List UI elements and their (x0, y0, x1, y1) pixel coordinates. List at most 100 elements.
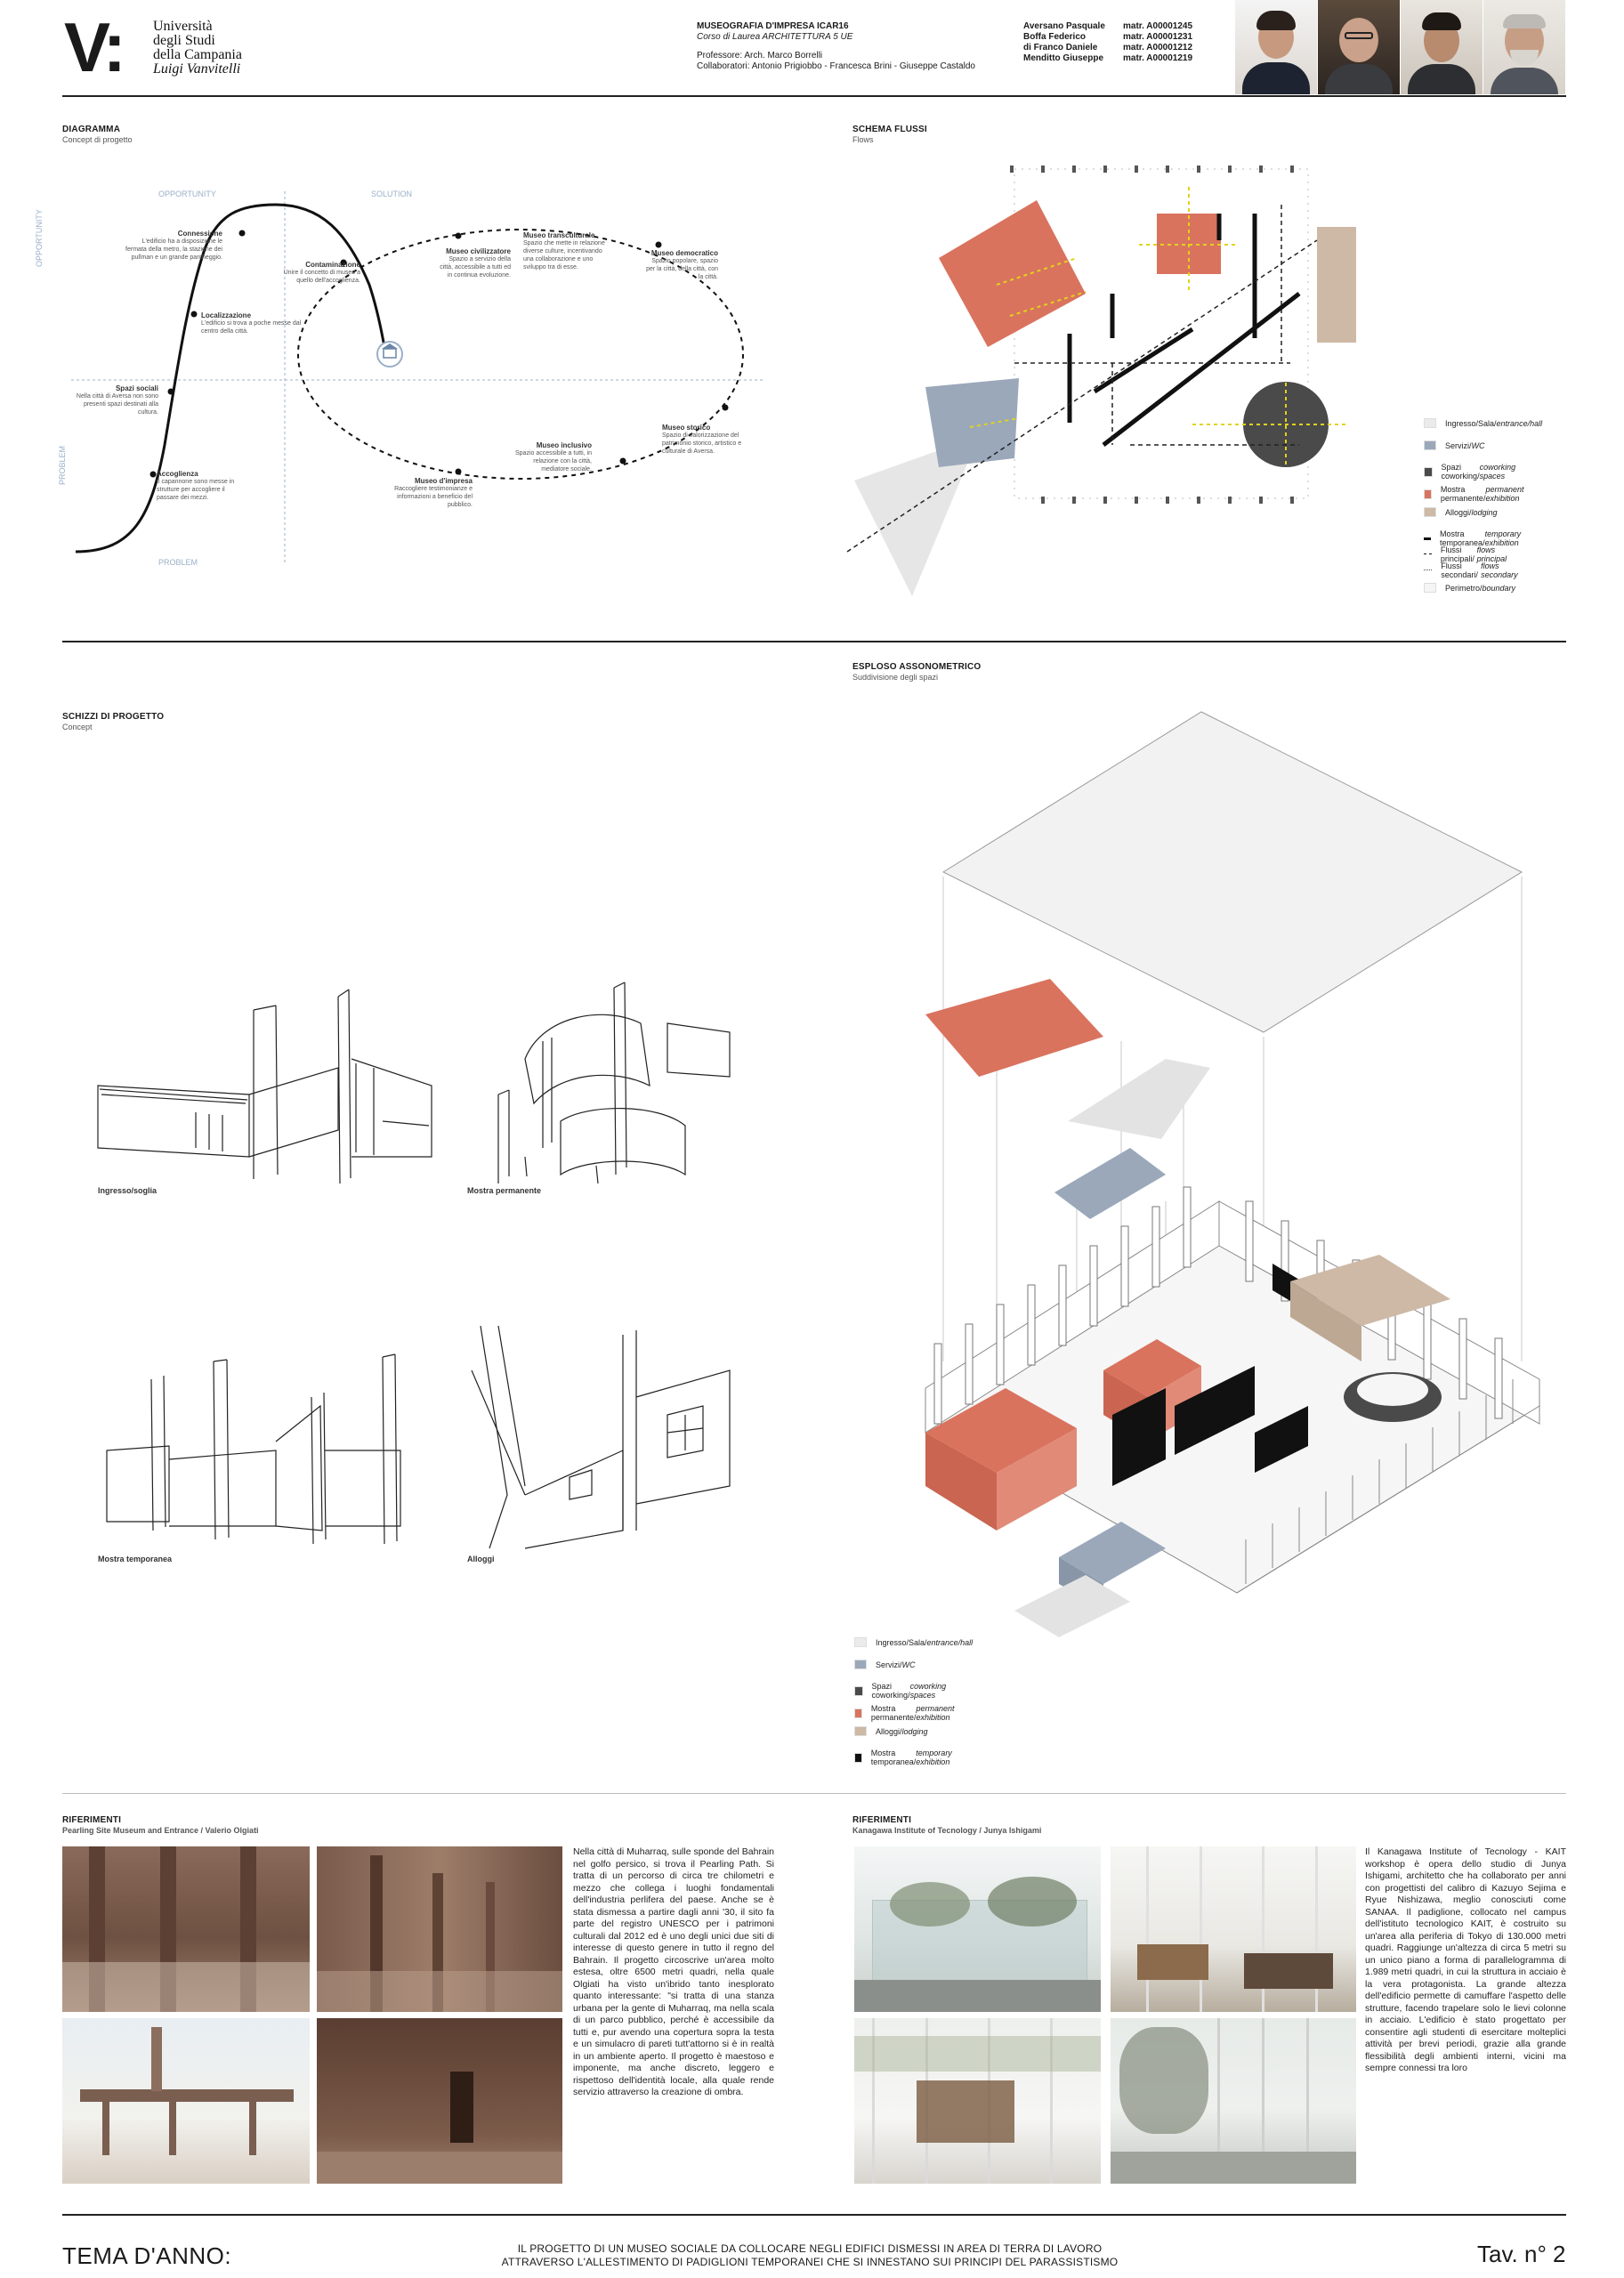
ref2-text: Il Kanagawa Institute of Tecnology - KAI… (1365, 1846, 1566, 2073)
temporary-panel (1112, 1388, 1166, 1486)
course-title: MUSEOGRAFIA D'IMPRESA ICAR16 (697, 21, 849, 31)
axis-label-opportunity-left: OPPORTUNITY (35, 209, 44, 267)
sketch-lodging (471, 1325, 731, 1549)
collaborators: Collaboratori: Antonio Prigiobbo - Franc… (697, 61, 975, 71)
footer-theme-line-1: IL PROGETTO DI UN MUSEO SOCIALE DA COLLO… (517, 2242, 1103, 2255)
legend-item: Mostra temporanea/temporary exhibition (854, 1749, 957, 1766)
student-name: Boffa Federico (1023, 32, 1087, 42)
professor: Professore: Arch. Marco Borrelli (697, 51, 823, 61)
temporary-walls (1067, 214, 1301, 447)
table-number: Tav. n° 2 (1477, 2241, 1566, 2267)
pearling-photo-3 (62, 2018, 310, 2184)
sketch-caption: Mostra temporanea (98, 1555, 173, 1563)
legend-item: Flussi principali/flows principal (1424, 545, 1509, 563)
footer-rule (62, 2214, 1566, 2216)
diagram-node: Museo inclusivo Spazio accessibile a tut… (515, 441, 592, 473)
flows-subtitle: Flows (852, 135, 874, 144)
axis-label-problem-left: PROBLEM (58, 445, 67, 485)
student-name: Menditto Giuseppe (1023, 53, 1103, 63)
kait-photo-1 (854, 1846, 1101, 2012)
sketch-temporary (106, 1353, 401, 1545)
section-rule (62, 641, 1566, 642)
ref2-title: RIFERIMENTI (852, 1815, 912, 1825)
sketch-entrance (97, 989, 432, 1184)
legend-item: Perimetro/boundary (1424, 583, 1515, 593)
student-portrait-3 (1401, 0, 1483, 94)
flows-diagram (846, 166, 1356, 596)
student-matr: matr. A00001219 (1123, 53, 1193, 63)
uni-line-4: Luigi Vanvitelli (153, 61, 241, 77)
diagram-node: Museo d'impresa Raccogliere testimonianz… (394, 477, 473, 508)
uni-line-3: della Campania (153, 47, 242, 62)
legend-item: Mostra permanente/permanent exhibition (1424, 485, 1529, 503)
diagram-node: Museo civilizzatore Spazio a servizio de… (440, 247, 511, 279)
kait-photo-4 (1111, 2018, 1356, 2184)
legend-item: Ingresso/Sala/entrance/hall (1424, 418, 1542, 428)
ref2-subtitle: Kanagawa Institute of Tecnology / Junya … (852, 1826, 1042, 1835)
student-portrait-2 (1318, 0, 1400, 94)
services-shape (925, 378, 1019, 467)
pearling-photo-2 (317, 1846, 562, 2012)
ref1-title: RIFERIMENTI (62, 1815, 122, 1825)
temporary-panel (1175, 1366, 1255, 1455)
footer-theme-line-2: ATTRAVERSO L'ALLESTIMENTO DI PADIGLIONI … (501, 2256, 1119, 2268)
student-portrait-1 (1235, 0, 1317, 94)
student-name: Aversano Pasquale (1023, 21, 1105, 31)
legend-item: Alloggi/lodging (854, 1726, 928, 1736)
header-rule (62, 95, 1566, 97)
uni-line-1: Università (153, 19, 213, 34)
lodging-block (1290, 1255, 1450, 1326)
student-matr: matr. A00001231 (1123, 32, 1193, 42)
sketches-subtitle: Concept (62, 723, 93, 731)
student-name: di Franco Daniele (1023, 43, 1098, 53)
legend-item: Servizi/WC (854, 1660, 916, 1669)
diagram-subtitle: Concept di progetto (62, 135, 133, 144)
entrance-block (1014, 1575, 1130, 1637)
diagram-node: Connessione L'edificio ha a disposizione… (125, 230, 222, 261)
permanent-plane (925, 979, 1103, 1077)
diagram-node: Museo democratico Spazio popolare, spazi… (646, 249, 718, 280)
footer-theme-label: TEMA D'ANNO: (62, 2242, 232, 2269)
professor-portrait (1483, 0, 1565, 94)
kait-photo-3 (854, 2018, 1101, 2184)
permanent-shape (939, 200, 1086, 347)
diagram-node: Contaminazione Unire il concetto di muse… (283, 261, 360, 284)
ref1-subtitle: Pearling Site Museum and Entrance / Vale… (62, 1826, 259, 1835)
temporary-panel (1255, 1406, 1308, 1473)
legend-item: Servizi/WC (1424, 440, 1485, 450)
diagram-title: DIAGRAMMA (62, 125, 121, 134)
diagram-node: Accoglienza Il capannone sono messe in s… (157, 470, 235, 501)
lodging-shape (1317, 227, 1356, 343)
roof-slab (941, 711, 1523, 1033)
diagram-node: Museo transculturale Spazio che mette in… (523, 231, 605, 271)
flows-title: SCHEMA FLUSSI (852, 125, 927, 134)
entrance-shape (854, 436, 979, 596)
sketch-caption: Mostra permanente (467, 1186, 542, 1195)
main-flow (846, 205, 1318, 553)
course-sub: Corso di Laurea ARCHITETTURA 5 UE (697, 32, 853, 42)
university-name: Università degli Studi della Campania Lu… (153, 20, 242, 77)
loop-curve (297, 229, 744, 480)
legend-item: Alloggi/lodging (1424, 507, 1498, 517)
sketches-title: SCHIZZI DI PROGETTO (62, 712, 165, 722)
axon-title: ESPLOSO ASSONOMETRICO (852, 662, 982, 672)
university-logo-mark: V: (64, 8, 126, 86)
axis-label-problem-bottom: PROBLEM (158, 558, 198, 567)
permanent-block-2 (1103, 1339, 1201, 1397)
legend-item: Spazi coworking/coworking spaces (1424, 463, 1520, 481)
exploded-axonometric (925, 711, 1540, 1637)
diagram-node: Museo storico Spazio di valorizzazione d… (662, 424, 742, 455)
entrance-plane (1068, 1059, 1210, 1139)
axon-subtitle: Suddivisione degli spazi (852, 673, 939, 682)
secondary-flow (969, 187, 1348, 467)
permanent-block (925, 1388, 1077, 1473)
legend-item: Mostra permanente/permanent exhibition (854, 1704, 959, 1722)
students-block: Aversano Pasquale matr. A00001245 Boffa F… (1023, 21, 1192, 64)
legend-item: Spazi coworking/coworking spaces (854, 1682, 950, 1700)
uni-line-2: degli Studi (153, 33, 215, 48)
student-matr: matr. A00001245 (1123, 21, 1193, 31)
concept-diagram (71, 191, 765, 565)
footer-theme-text: IL PROGETTO DI UN MUSEO SOCIALE DA COLLO… (445, 2242, 1175, 2269)
sketch-caption: Alloggi (467, 1555, 495, 1563)
sketch-caption: Ingresso/soglia (98, 1186, 158, 1195)
